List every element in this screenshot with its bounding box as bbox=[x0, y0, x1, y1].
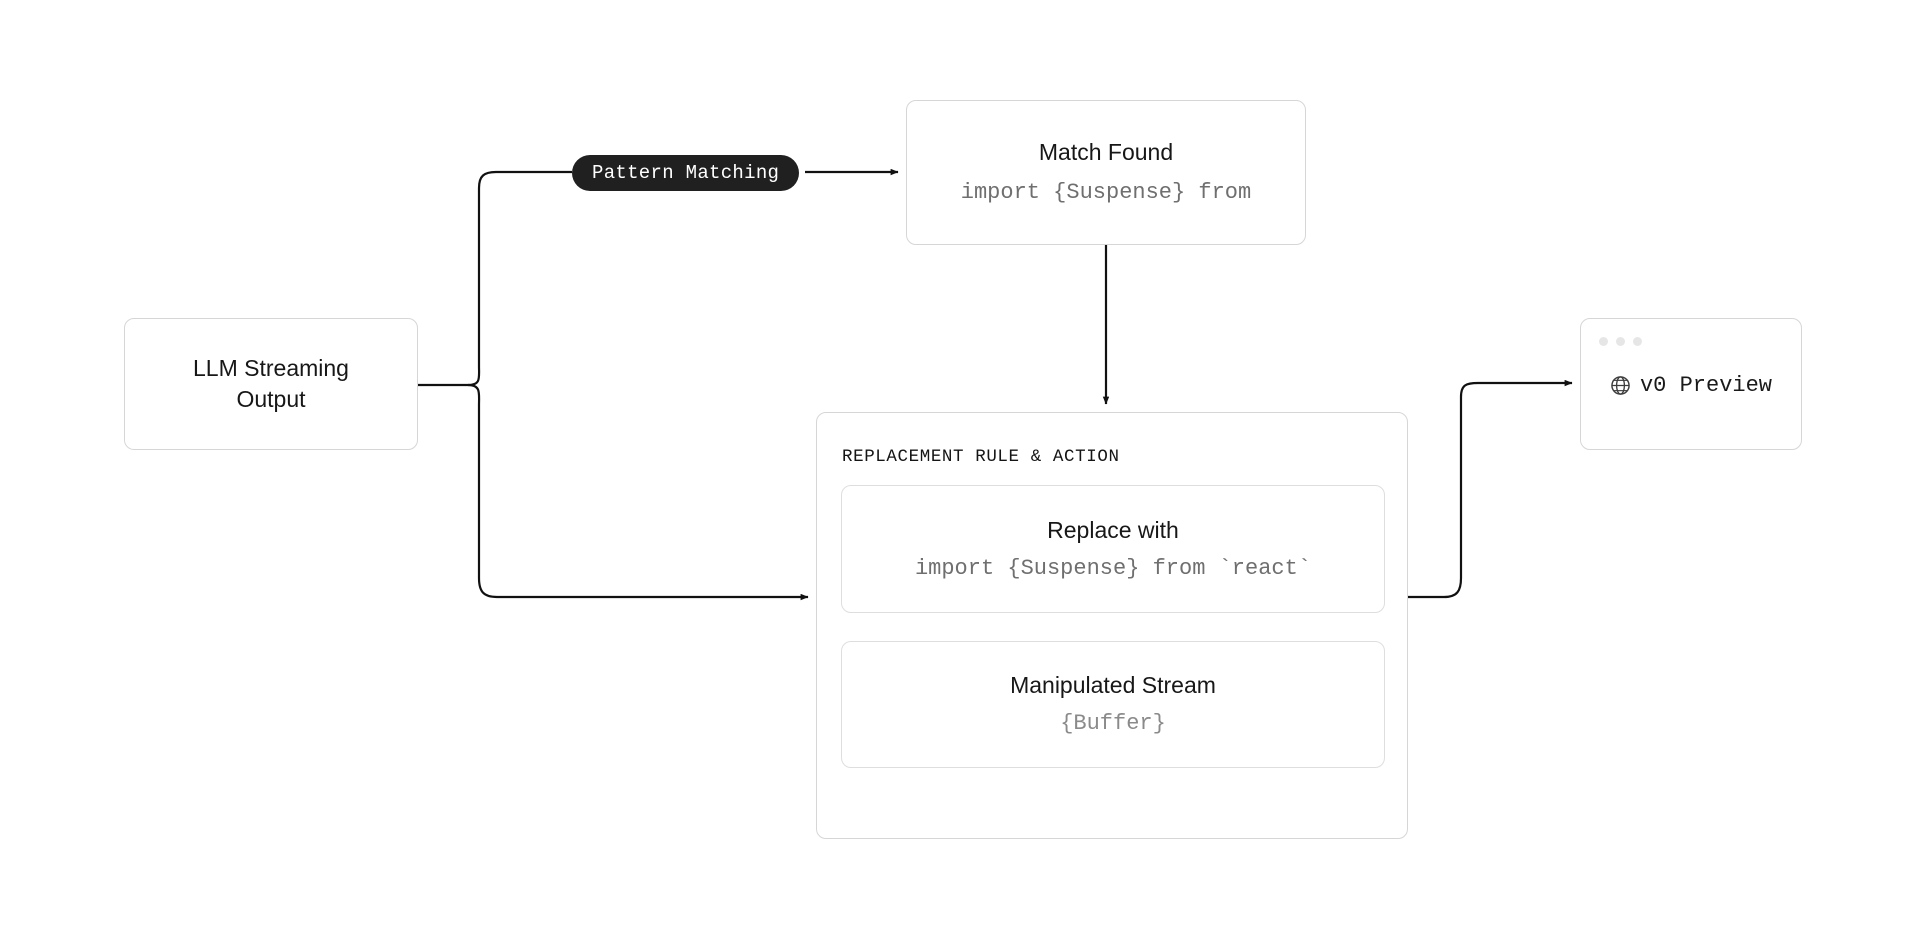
llm-output-title-line-1: LLM Streaming bbox=[193, 355, 349, 381]
manipulated-stream-code: {Buffer} bbox=[1060, 711, 1166, 736]
card-replace-with[interactable]: Replace with import {Suspense} from `rea… bbox=[841, 485, 1385, 613]
window-dot-1-icon bbox=[1599, 337, 1608, 346]
node-match-found[interactable]: Match Found import {Suspense} from bbox=[906, 100, 1306, 245]
node-llm-streaming-output[interactable]: LLM Streaming Output bbox=[124, 318, 418, 450]
window-traffic-lights bbox=[1599, 337, 1642, 346]
edge-llm-to-replacement bbox=[467, 383, 809, 601]
replacement-panel-header: REPLACEMENT RULE & ACTION bbox=[842, 447, 1120, 467]
llm-output-title-line-2: Output bbox=[236, 386, 306, 412]
edge-replacement-to-preview bbox=[1408, 379, 1573, 599]
v0-preview-label: v0 Preview bbox=[1639, 373, 1773, 398]
badge-pattern-matching[interactable]: Pattern Matching bbox=[572, 155, 800, 191]
replace-with-title: Replace with bbox=[1047, 516, 1179, 543]
globe-icon bbox=[1610, 375, 1631, 396]
window-dot-3-icon bbox=[1633, 337, 1642, 346]
window-v0-preview[interactable]: v0 Preview bbox=[1580, 318, 1802, 450]
match-found-title: Match Found bbox=[1038, 139, 1174, 165]
replace-with-code: import {Suspense} from `react` bbox=[914, 555, 1312, 581]
panel-replacement-rule-action[interactable]: REPLACEMENT RULE & ACTION Replace with i… bbox=[816, 412, 1408, 839]
match-found-code: import {Suspense} from bbox=[960, 180, 1252, 205]
pattern-matching-label: Pattern Matching bbox=[592, 162, 780, 184]
card-manipulated-stream[interactable]: Manipulated Stream {Buffer} bbox=[841, 641, 1385, 768]
window-dot-2-icon bbox=[1616, 337, 1625, 346]
manipulated-stream-title: Manipulated Stream bbox=[1010, 672, 1216, 698]
v0-preview-label-row: v0 Preview bbox=[1581, 373, 1801, 398]
edge-llm-to-pattern bbox=[467, 170, 572, 387]
